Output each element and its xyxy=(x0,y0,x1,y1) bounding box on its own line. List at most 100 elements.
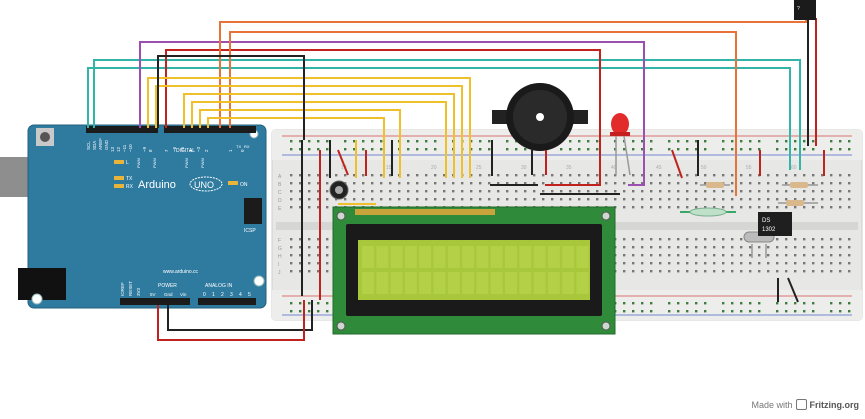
sensor-label: ? xyxy=(797,6,800,12)
breadboard-hole xyxy=(749,182,752,185)
breadboard-hole xyxy=(542,182,545,185)
breadboard-hole xyxy=(560,148,563,151)
breadboard-hole xyxy=(686,270,689,273)
breadboard-hole xyxy=(677,148,680,151)
breadboard-hole xyxy=(803,174,806,177)
breadboard-hole xyxy=(650,262,653,265)
breadboard-hole xyxy=(740,182,743,185)
breadboard-hole xyxy=(695,182,698,185)
digital-label: DIGITAL xyxy=(176,148,195,154)
breadboard-hole xyxy=(506,198,509,201)
breadboard-hole xyxy=(299,262,302,265)
breadboard-hole xyxy=(326,270,329,273)
breadboard-hole xyxy=(461,190,464,193)
breadboard-hole xyxy=(326,140,329,143)
breadboard-hole xyxy=(839,302,842,305)
breadboard-hole xyxy=(317,140,320,143)
breadboard-hole xyxy=(407,190,410,193)
breadboard-hole xyxy=(695,148,698,151)
breadboard-hole xyxy=(686,310,689,313)
wire-black-top xyxy=(157,55,305,140)
breadboard-hole xyxy=(650,140,653,143)
breadboard-hole xyxy=(704,174,707,177)
breadboard-hole xyxy=(317,270,320,273)
pwm-label: PWM xyxy=(136,158,141,168)
breadboard-hole xyxy=(605,174,608,177)
breadboard-hole xyxy=(659,190,662,193)
breadboard-hole xyxy=(308,262,311,265)
breadboard-hole xyxy=(290,182,293,185)
breadboard-hole xyxy=(704,270,707,273)
breadboard-hole xyxy=(479,182,482,185)
breadboard-hole xyxy=(596,174,599,177)
breadboard-hole xyxy=(623,246,626,249)
breadboard-hole xyxy=(317,310,320,313)
breadboard-hole xyxy=(668,198,671,201)
breadboard-hole xyxy=(362,140,365,143)
breadboard-hole xyxy=(713,198,716,201)
breadboard-hole xyxy=(731,302,734,305)
breadboard-hole xyxy=(749,206,752,209)
breadboard-hole xyxy=(812,190,815,193)
breadboard-hole xyxy=(326,174,329,177)
breadboard-hole xyxy=(443,182,446,185)
lcd-character-cell xyxy=(562,272,575,294)
breadboard-hole xyxy=(740,262,743,265)
breadboard-hole xyxy=(704,310,707,313)
breadboard-hole xyxy=(731,140,734,143)
breadboard-hole xyxy=(317,174,320,177)
breadboard-hole xyxy=(335,198,338,201)
breadboard-hole xyxy=(740,270,743,273)
rtc-chip-ds1302: DS 1302 xyxy=(758,212,792,236)
breadboard-hole xyxy=(479,198,482,201)
breadboard-hole xyxy=(578,198,581,201)
breadboard-hole xyxy=(299,148,302,151)
breadboard-hole xyxy=(758,198,761,201)
breadboard-hole xyxy=(686,174,689,177)
breadboard-hole xyxy=(299,238,302,241)
breadboard-hole xyxy=(785,190,788,193)
sensor-module: ? xyxy=(794,0,816,20)
breadboard-hole xyxy=(821,182,824,185)
lcd-character-cell xyxy=(390,246,403,268)
breadboard-hole xyxy=(785,238,788,241)
breadboard-hole xyxy=(299,246,302,249)
breadboard-hole xyxy=(848,238,851,241)
breadboard-hole xyxy=(434,174,437,177)
breadboard-hole xyxy=(677,310,680,313)
breadboard-hole xyxy=(839,254,842,257)
breadboard-hole xyxy=(497,190,500,193)
breadboard-hole xyxy=(695,310,698,313)
wire-yellow-3 xyxy=(183,93,455,178)
breadboard-hole xyxy=(641,270,644,273)
breadboard-hole xyxy=(362,148,365,151)
breadboard-hole xyxy=(614,190,617,193)
breadboard-hole xyxy=(587,140,590,143)
breadboard-hole xyxy=(749,148,752,151)
breadboard-hole xyxy=(407,174,410,177)
breadboard-hole xyxy=(623,262,626,265)
breadboard-hole xyxy=(290,206,293,209)
breadboard-hole xyxy=(632,206,635,209)
breadboard-hole xyxy=(767,246,770,249)
breadboard-hole xyxy=(371,182,374,185)
pin-label: 7 xyxy=(164,149,169,152)
breadboard-hole xyxy=(749,246,752,249)
5v-label: 5V xyxy=(150,292,156,297)
breadboard-hole xyxy=(470,174,473,177)
breadboard-hole xyxy=(497,174,500,177)
breadboard-hole xyxy=(812,302,815,305)
lcd-character-cell xyxy=(519,246,532,268)
breadboard-hole xyxy=(740,198,743,201)
analog-pin-labels: 0 1 2 3 4 5 xyxy=(203,292,251,298)
lcd-character-cell xyxy=(390,272,403,294)
breadboard-hole xyxy=(731,206,734,209)
breadboard-hole xyxy=(659,254,662,257)
breadboard-hole xyxy=(686,206,689,209)
breadboard-hole xyxy=(326,206,329,209)
breadboard-hole xyxy=(299,174,302,177)
breadboard-hole xyxy=(821,206,824,209)
breadboard-hole xyxy=(308,190,311,193)
breadboard-hole xyxy=(614,198,617,201)
